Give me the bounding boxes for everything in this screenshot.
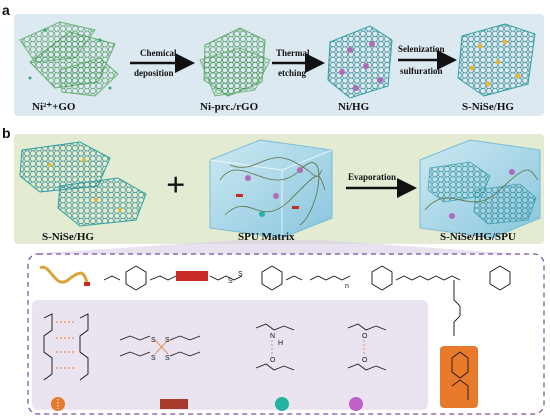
arrow-3-line1: Selenization xyxy=(398,44,445,54)
exchange-s4: S xyxy=(165,355,170,362)
arrow-thermal-etching: Thermal etching xyxy=(272,48,325,78)
purple-sphere-legend-icon xyxy=(349,397,363,411)
legend-icons xyxy=(51,397,363,411)
stage-label-3: Ni/HG xyxy=(338,101,370,113)
ester-o2: O xyxy=(362,357,368,364)
upy-legend-icon xyxy=(51,397,65,411)
hydrogen-bond-motifs xyxy=(255,323,387,371)
arrow-2-line2: etching xyxy=(278,68,306,78)
stage-label-1: Ni²⁺+GO xyxy=(32,101,76,113)
disulfide-s2: S xyxy=(238,271,243,278)
amide-n: N xyxy=(270,333,275,340)
plus-sign: + xyxy=(166,167,185,204)
amide-o: O xyxy=(270,357,276,364)
arrow-chemical-deposition: Chemical deposition xyxy=(130,48,195,78)
arrow-evaporation: Evaporation xyxy=(346,172,417,198)
ni-hg-illustration xyxy=(327,25,393,99)
go-sheets-illustration xyxy=(19,21,119,97)
exchange-s3: S xyxy=(151,355,156,362)
spu-backbone-structure xyxy=(103,265,511,336)
panel-a-letter: a xyxy=(2,2,10,18)
upy-dimer-structure xyxy=(43,313,89,381)
arrow-selenization-sulfuration: Selenization sulfuration xyxy=(398,44,457,76)
disulfide-exchange-structure xyxy=(119,335,201,357)
panel-a-background xyxy=(14,14,544,116)
stage-label-4: S-NiSe/HG xyxy=(462,101,514,113)
spu-matrix-cube xyxy=(209,139,333,239)
exchange-s2: S xyxy=(165,337,170,344)
arrow-2-line1: Thermal xyxy=(276,48,310,58)
amide-h: H xyxy=(278,340,283,347)
arrow-3-line2: sulfuration xyxy=(400,66,443,76)
arrow-1-line2: deposition xyxy=(134,68,174,78)
panel-a: a Ni²⁺+GO Chemical deposition Ni-prc./rG… xyxy=(2,2,544,116)
chemistry-box: S S n S S S S N H xyxy=(27,253,545,415)
label-s-nise-hg-spu: S-NiSe/HG/SPU xyxy=(440,231,516,243)
teal-sphere-legend-icon xyxy=(275,397,289,411)
label-s-nise-hg: S-NiSe/HG xyxy=(42,231,94,243)
ni-prc-rgo-illustration xyxy=(199,27,271,97)
arrow-1-line1: Chemical xyxy=(140,48,177,58)
arrow-evaporation-label: Evaporation xyxy=(348,172,396,182)
interactions-panel xyxy=(32,300,428,410)
polymer-chain-icon xyxy=(39,265,90,287)
ester-o1: O xyxy=(362,333,368,340)
stage-label-2: Ni-prc./rGO xyxy=(200,101,259,113)
disulfide-s1: S xyxy=(228,278,233,285)
zoom-connector xyxy=(30,240,520,254)
repeat-subscript-n: n xyxy=(345,283,349,290)
panel-b: b S-NiSe/HG + SPU Matrix Evaporation xyxy=(2,125,544,254)
s-nise-hg-spu-cube xyxy=(419,139,541,239)
s-nise-hg-sheets xyxy=(19,141,147,227)
panel-b-letter: b xyxy=(2,125,11,141)
exchange-s1: S xyxy=(151,337,156,344)
disulfide-legend-icon xyxy=(160,399,188,409)
s-nise-hg-illustration xyxy=(457,23,536,97)
